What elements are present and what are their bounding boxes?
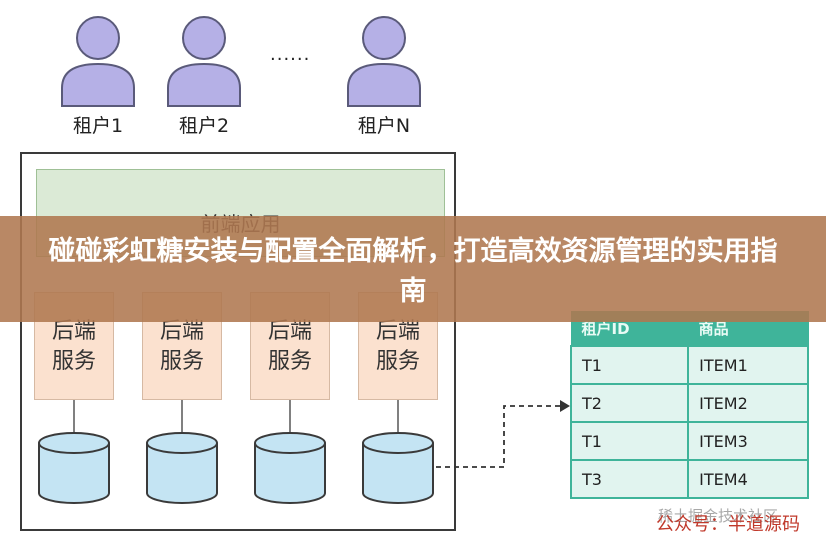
backend-label: 服务: [375, 349, 420, 374]
database-icon: [146, 432, 218, 504]
database-icon: [362, 432, 434, 504]
tenant-item-table: 租户ID 商品 T1 ITEM1 T2 ITEM2 T1 ITEM3 T3 IT…: [569, 311, 809, 499]
backend-label: 服务: [159, 349, 204, 374]
database-icon: [254, 432, 326, 504]
backend-label: 后端: [375, 319, 420, 344]
credit-text: 公众号：半道源码: [656, 514, 800, 535]
table-row: T1 ITEM3: [569, 421, 809, 461]
backend-label: 服务: [51, 349, 96, 374]
backend-db-connectors: [73, 400, 399, 432]
backend-label: 后端: [51, 319, 96, 344]
table-cell: ITEM1: [687, 345, 809, 385]
tenant-2: 租户2: [162, 8, 246, 138]
person-icon: [167, 16, 241, 107]
table-cell: T3: [569, 459, 690, 499]
backend-label: 后端: [267, 319, 312, 344]
table-row: T3 ITEM4: [569, 459, 809, 499]
tenant-ellipsis: ......: [270, 44, 311, 65]
database-icon: [38, 432, 110, 504]
table-cell: ITEM2: [687, 383, 809, 423]
table-row: T2 ITEM2: [569, 383, 809, 423]
backend-label: 服务: [267, 349, 312, 374]
tenant-label: 租户1: [72, 115, 124, 137]
person-icon: [347, 16, 421, 107]
backend-label: 后端: [159, 319, 204, 344]
table-cell: T2: [569, 383, 690, 423]
title-banner: 碰碰彩虹糖安装与配置全面解析，打造高效资源管理的实用指南: [0, 216, 826, 322]
person-icon: [61, 16, 135, 107]
dashed-arrow: [436, 400, 570, 468]
table-cell: T1: [569, 345, 690, 385]
tenant-n: 租户N: [342, 8, 426, 138]
banner-title: 碰碰彩虹糖安装与配置全面解析，打造高效资源管理的实用指南: [48, 236, 778, 307]
table-cell: ITEM3: [687, 421, 809, 461]
table-cell: ITEM4: [687, 459, 809, 499]
tenant-1: 租户1: [56, 8, 140, 138]
tenant-label: 租户N: [357, 115, 411, 137]
tenant-label: 租户2: [178, 115, 230, 137]
table-cell: T1: [569, 421, 690, 461]
watermark-text: 稀土掘金技术社区: [658, 507, 779, 525]
table-row: T1 ITEM1: [569, 345, 809, 385]
